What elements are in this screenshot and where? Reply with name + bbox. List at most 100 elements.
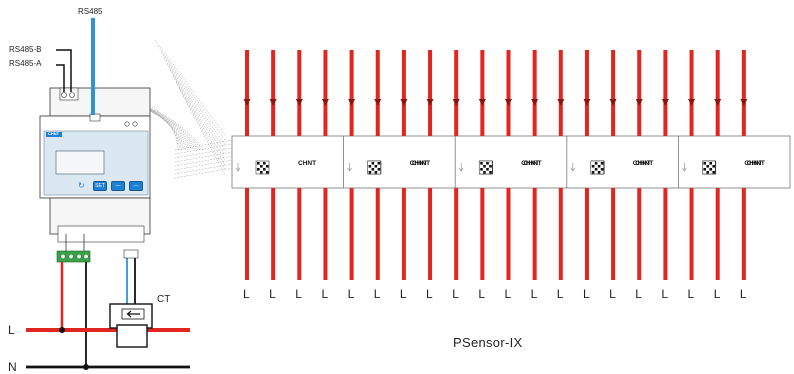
- qr-cell: [374, 171, 378, 174]
- ct-lead-connector: [123, 249, 139, 259]
- conductor-bottom: [532, 188, 537, 280]
- meter-down-button[interactable]: —: [111, 181, 125, 191]
- conductor-bottom: [454, 188, 459, 280]
- minus-icon: —: [133, 183, 139, 189]
- meter-set-button[interactable]: SET: [93, 181, 107, 191]
- qr-cell: [377, 168, 381, 171]
- conductor-bottom: [323, 188, 328, 280]
- current-arrow-icon: [452, 99, 460, 106]
- conductor-line-label: L: [399, 287, 407, 301]
- harness-strand: [174, 167, 233, 179]
- conductor-top: [584, 50, 589, 136]
- current-arrow-icon: [583, 99, 591, 106]
- qr-cell: [597, 165, 601, 168]
- qr-cell: [706, 165, 709, 168]
- meter-brand-badge: CHNT: [48, 131, 60, 136]
- meter-up-button[interactable]: —: [129, 181, 143, 191]
- aux-screw-1: [124, 121, 130, 127]
- conductor-line-label: L: [530, 287, 538, 301]
- qr-cell: [489, 171, 492, 174]
- conductor-line-label: L: [713, 287, 721, 301]
- qr-cell: [597, 171, 601, 174]
- qr-cell: [480, 162, 483, 165]
- harness-strand: [174, 163, 233, 175]
- harness-arc: [117, 99, 197, 151]
- qr-cell: [703, 168, 706, 171]
- qr-cell: [489, 165, 492, 168]
- harness-arc: [115, 99, 195, 151]
- current-arrow-icon: [505, 99, 512, 106]
- conductor-top: [323, 50, 328, 136]
- conductor-line-label: L: [321, 287, 329, 301]
- conductor-bottom: [689, 188, 694, 280]
- conductor-bottom: [297, 188, 302, 280]
- current-arrow-icon: [295, 99, 303, 106]
- neutral-label: N: [8, 360, 17, 374]
- conductor-bottom: [637, 188, 642, 280]
- conductor-top: [637, 50, 642, 136]
- module-brand-label: CHNT: [632, 160, 651, 167]
- current-arrow-icon: [374, 99, 382, 106]
- rs485-a-wire: [56, 64, 65, 92]
- set-button-label: SET: [95, 183, 105, 189]
- module-arrow-icon: [570, 163, 576, 172]
- harness-strand: [174, 155, 233, 167]
- conductor-bottom: [401, 188, 406, 280]
- current-arrow-icon: [635, 99, 643, 106]
- ct-arrow-icon: [126, 310, 140, 318]
- module-brand-label: CHNT: [412, 160, 431, 167]
- conductor-line-label: L: [478, 287, 486, 301]
- conductor-top: [428, 50, 433, 136]
- brand-badge-bg: [46, 132, 62, 137]
- sensor-conductors: [243, 50, 748, 280]
- conductor-top: [532, 50, 537, 136]
- module-brand-label: CHNT: [409, 160, 428, 167]
- qr-cell: [591, 171, 595, 174]
- current-arrow-icon: [321, 99, 329, 106]
- qr-cell: [377, 162, 381, 165]
- harness-strand: [157, 45, 226, 141]
- module-arrow-icon: [235, 163, 241, 172]
- qr-cell: [703, 162, 706, 165]
- qr-cell: [263, 168, 266, 171]
- voltage-terminal-screw: [76, 253, 82, 260]
- harness-strand: [178, 87, 226, 176]
- rs485-a-label: RS485-A: [9, 59, 42, 68]
- rs485-b-label: RS485-B: [9, 45, 42, 54]
- harness-strand: [163, 57, 226, 151]
- qr-cell: [486, 162, 489, 165]
- module-brand-label: CHNT: [635, 160, 654, 167]
- sensor-strip: [231, 135, 791, 189]
- aux-screw-2: [132, 121, 138, 127]
- module-brand-label: CHNT: [746, 160, 765, 167]
- harness-strand: [175, 81, 226, 171]
- conductor-bottom: [611, 188, 616, 280]
- qr-cell: [266, 165, 269, 168]
- conductor-top: [454, 50, 459, 136]
- qr-cell: [263, 162, 266, 165]
- harness-strand: [172, 75, 226, 166]
- module-brand-label: CHNT: [298, 160, 317, 167]
- conductor-bottom: [741, 188, 746, 280]
- conductor-line-label: L: [609, 287, 616, 301]
- conductor-line-label: L: [295, 287, 302, 301]
- qr-cell: [709, 168, 712, 171]
- conductor-top: [558, 50, 563, 136]
- qr-cell: [709, 162, 712, 165]
- qr-cell: [483, 165, 486, 168]
- qr-code-icon: [367, 160, 381, 175]
- qr-cell: [374, 165, 378, 168]
- conductor-top: [245, 50, 249, 136]
- conductor-line-label: L: [347, 287, 355, 301]
- module-brand-label: CHNT: [523, 160, 542, 167]
- harness-strand: [160, 51, 226, 146]
- rs485-b-wire: [56, 49, 72, 92]
- conductor-top: [297, 50, 302, 136]
- conductor-bottom: [715, 188, 720, 280]
- conductor-top: [611, 50, 616, 136]
- conductor-line-label: L: [243, 287, 250, 301]
- current-arrow-icon: [714, 99, 722, 106]
- voltage-terminal-screw: [68, 253, 74, 260]
- current-arrow-icon: [661, 99, 669, 106]
